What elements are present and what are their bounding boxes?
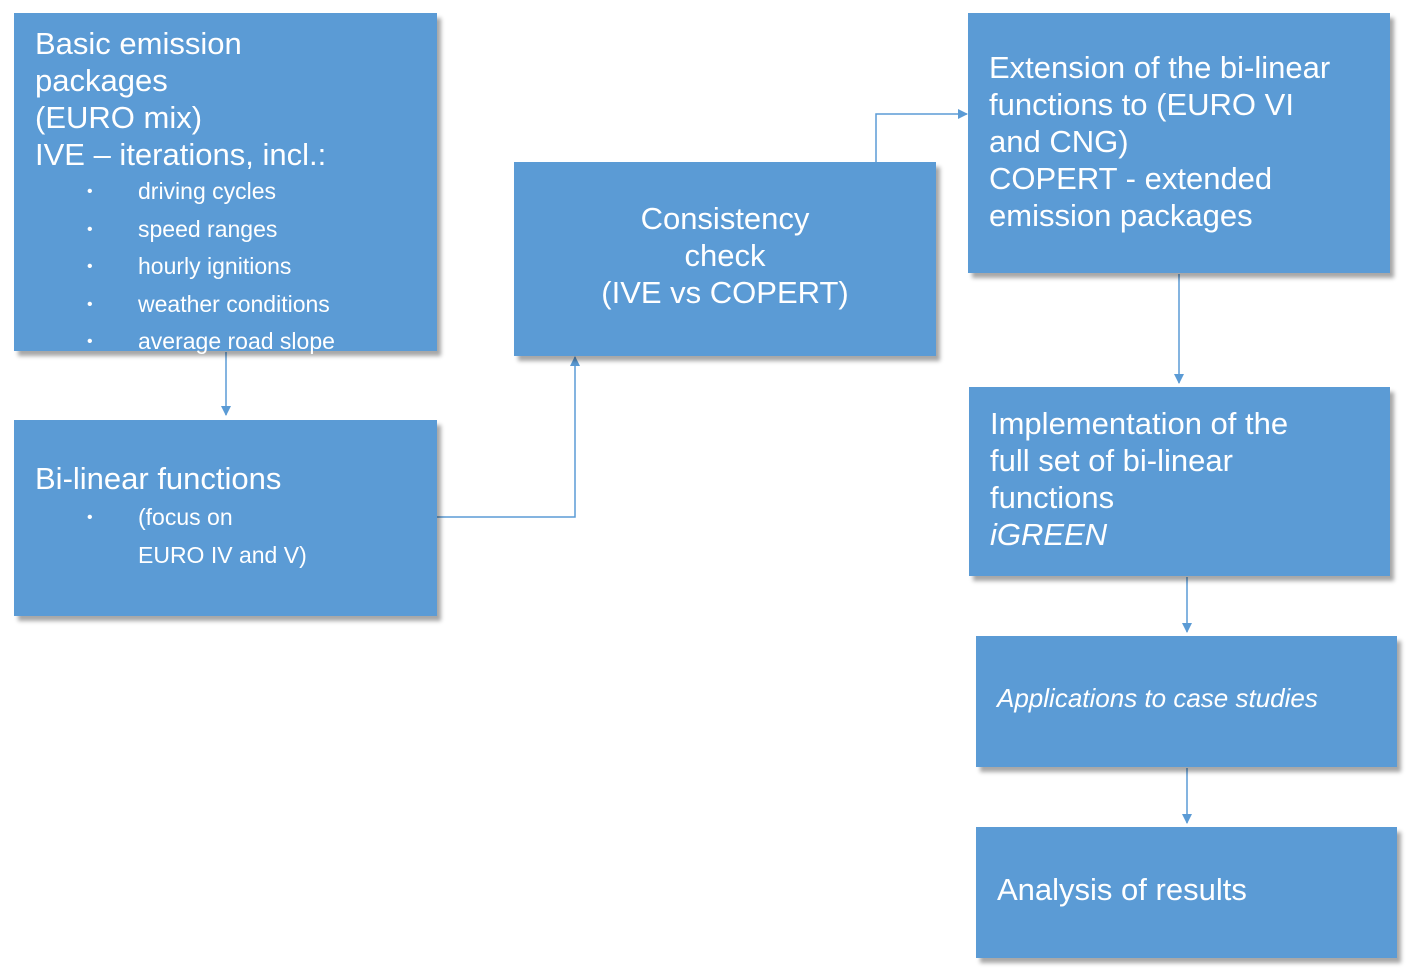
implementation-igreen: iGREEN — [990, 517, 1108, 552]
basic-emission-line-3: (EURO mix) — [35, 100, 203, 135]
box-extension-bilinear: Extension of the bi-linear functions to … — [968, 13, 1390, 273]
box-analysis: Analysis of results — [976, 827, 1397, 958]
bilinear-bullet-list: • (focus on EURO IV and V) — [35, 499, 437, 574]
box-consistency-check: Consistency check (IVE vs COPERT) — [514, 162, 936, 356]
bullet-item: • average road slope — [35, 323, 437, 361]
bullet-item-continuation: EURO IV and V) — [35, 537, 437, 575]
bullet-item: • (focus on — [35, 499, 437, 537]
bullet-text: EURO IV and V) — [138, 541, 307, 568]
extension-line-4: COPERT - extended — [989, 161, 1273, 196]
implementation-line-1: Implementation of the — [990, 406, 1289, 441]
box-basic-emission-packages: Basic emission packages (EURO mix) IVE –… — [14, 13, 437, 354]
consistency-line-3: (IVE vs COPERT) — [601, 275, 849, 310]
bullet-text: hourly ignitions — [138, 253, 292, 279]
box-applications: Applications to case studies — [976, 636, 1397, 767]
box-implementation: Implementation of the full set of bi-lin… — [969, 387, 1390, 576]
bullet-icon: • — [87, 258, 93, 275]
bullet-item: • speed ranges — [35, 211, 437, 249]
bullet-icon: • — [87, 183, 93, 200]
consistency-line-1: Consistency — [640, 201, 810, 236]
bullet-text: speed ranges — [138, 215, 278, 242]
basic-emission-line-4: IVE – iterations, incl.: — [35, 137, 327, 172]
arrow-bilinear-to-consistency — [437, 356, 580, 518]
bullet-text: driving cycles — [138, 178, 277, 204]
arrow-consistency-to-extension — [875, 109, 968, 162]
bullet-text: weather conditions — [138, 290, 330, 317]
iteration-bullet-list: • driving cycles • speed ranges • hourly ig… — [35, 173, 437, 361]
basic-emission-line-2: packages — [35, 63, 168, 98]
bullet-icon: • — [87, 333, 93, 350]
analysis-label: Analysis of results — [997, 872, 1247, 907]
bullet-item: • hourly ignitions — [35, 248, 437, 286]
implementation-line-2: full set of bi-linear — [990, 443, 1233, 478]
bullet-icon: • — [87, 295, 93, 313]
consistency-line-2: check — [684, 238, 766, 273]
bullet-text: average road slope — [138, 328, 335, 354]
bullet-icon: • — [87, 220, 93, 238]
bullet-item: • weather conditions — [35, 286, 437, 324]
extension-line-1: Extension of the bi-linear — [989, 50, 1331, 85]
extension-line-2: functions to (EURO VI — [989, 87, 1294, 122]
extension-line-5: emission packages — [989, 198, 1253, 233]
bilinear-title: Bi-linear functions — [35, 461, 282, 496]
implementation-line-3: functions — [990, 480, 1115, 515]
bullet-item: • driving cycles — [35, 173, 437, 211]
extension-line-3: and CNG) — [989, 124, 1129, 159]
bullet-text: (focus on — [138, 504, 233, 530]
box-bilinear-functions: Bi-linear functions • (focus on EURO IV a… — [14, 420, 437, 616]
basic-emission-line-1: Basic emission — [35, 26, 242, 61]
applications-label: Applications to case studies — [997, 683, 1318, 713]
bullet-icon: • — [87, 509, 93, 526]
